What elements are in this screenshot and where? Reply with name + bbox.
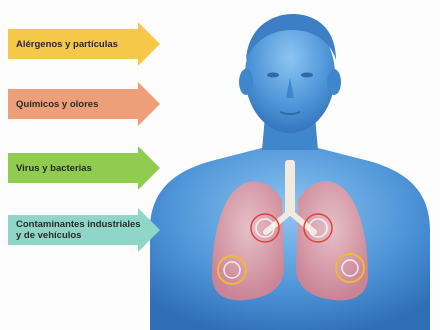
- arrow-allergens: Alérgenos y partículas: [8, 22, 141, 66]
- ear: [327, 69, 341, 95]
- arrow-chemicals: Químicos y olores: [8, 82, 141, 126]
- arrow-pollutants: Contaminantes industriales y de vehículo…: [8, 208, 141, 252]
- eye: [301, 73, 313, 78]
- arrow-label: Alérgenos y partículas: [8, 39, 141, 50]
- arrow-label: Contaminantes industriales y de vehículo…: [8, 219, 141, 241]
- eye: [267, 73, 279, 78]
- trachea: [285, 160, 295, 215]
- arrow-viruses: Virus y bacterias: [8, 146, 141, 190]
- arrow-label: Virus y bacterias: [8, 163, 141, 174]
- arrow-label: Químicos y olores: [8, 99, 141, 110]
- ear: [239, 69, 253, 95]
